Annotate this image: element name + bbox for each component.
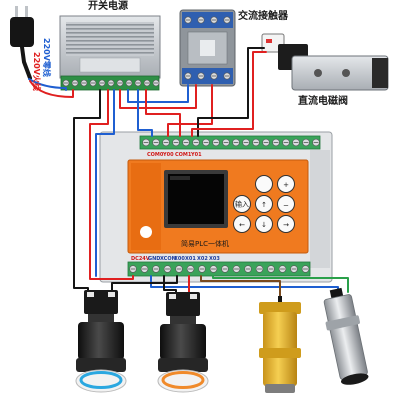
- button-2-terminal: [169, 294, 176, 299]
- top-terminal-label-com0: COM0: [147, 152, 164, 158]
- plc-right-rail: [310, 150, 330, 268]
- switching-power-supply: [59, 15, 161, 91]
- key-down-label: ↓: [261, 221, 267, 229]
- plc-title: 简易PLC一体机: [181, 239, 229, 248]
- supply-to-contactor-red: [119, 84, 197, 109]
- bottom-terminal-label-x02: X02: [197, 256, 208, 262]
- contactor-label: 交流接触器: [238, 11, 288, 22]
- plc-keypad: + 输入 ↑ − ← ↓ →: [233, 175, 295, 233]
- x00-to-button-1: [111, 275, 178, 293]
- button-1-collar: [76, 358, 126, 372]
- proximity-sensor-barrel: [323, 294, 368, 380]
- plug-cord: [20, 45, 32, 80]
- solenoid-valve-label: 直流电磁阀: [298, 96, 348, 107]
- plc-logo-icon: [140, 226, 152, 238]
- button-1-body: [78, 322, 124, 360]
- power-plug: [10, 6, 34, 80]
- push-button-orange: [157, 292, 209, 393]
- plc-screen-glare: [170, 176, 190, 180]
- key-enter-label: 输入: [235, 200, 249, 209]
- contactor-window: [200, 40, 215, 56]
- plc-all-in-one: + 输入 ↑ − ← ↓ → 简易PLC一体机 COM0 Y00 COM1 Y0…: [99, 131, 333, 283]
- button-1-neck: [88, 314, 114, 322]
- top-terminal-label-com1: COM1: [175, 152, 192, 158]
- key-plus: [277, 175, 295, 193]
- supply-to-plc-com0: [137, 89, 153, 137]
- supply-gnd-blue: [95, 89, 115, 277]
- plc-screen: [168, 174, 224, 224]
- power-supply-nameplate: [79, 57, 141, 73]
- valve-connector-led: [266, 39, 272, 43]
- proximity-sensor-nut: [325, 315, 360, 331]
- key-minus: [277, 195, 295, 213]
- button-1-terminal: [87, 292, 94, 297]
- supply-to-contactor-blue: [127, 84, 189, 103]
- bottom-terminal-label-gnd: GND: [148, 256, 160, 262]
- dc-solenoid-valve: [261, 33, 389, 91]
- plug-prong-right: [25, 6, 28, 18]
- valve-port-b: [342, 69, 350, 77]
- photo-sensor-nut: [259, 302, 301, 314]
- key-left-label: ←: [239, 221, 245, 229]
- bottom-terminal-label-x03: X03: [209, 256, 220, 262]
- top-terminal-label-y00: Y00: [162, 152, 174, 158]
- key-up: [255, 195, 273, 213]
- photo-sensor-nut-lower: [259, 348, 301, 358]
- x02-to-yellow-sensor: [200, 275, 281, 297]
- ac-contactor: [179, 9, 236, 87]
- photo-sensor-lens: [265, 384, 295, 393]
- power-supply-terminal-screws: [62, 79, 160, 87]
- button-1-terminal: [108, 292, 115, 297]
- valve-end-cap: [372, 58, 388, 88]
- button-2-body: [160, 324, 206, 360]
- key-right: [277, 215, 295, 233]
- proximity-sensor: [323, 287, 369, 385]
- power-supply-grille: [66, 22, 154, 56]
- contactor-to-plc-y00: [167, 84, 213, 137]
- valve-to-plc-red: [191, 51, 267, 137]
- valve-port-a: [314, 69, 322, 77]
- contactor-terminal-screws: [184, 16, 231, 80]
- supply-dc24v-red: [89, 89, 134, 280]
- bottom-terminal-label-x01: X01: [185, 256, 196, 262]
- power-supply-label: 开关电源: [88, 1, 128, 12]
- photoelectric-sensor: [259, 296, 301, 393]
- neutral-wire: [28, 78, 67, 91]
- wiring: [28, 47, 349, 297]
- key-down: [255, 215, 273, 233]
- live-wire-label: 220V火线: [32, 52, 41, 91]
- key-plus-label: +: [283, 181, 289, 189]
- key-minus-label: −: [283, 202, 289, 210]
- plug-prong-left: [15, 6, 18, 18]
- bottom-terminal-label-dc24v: DC24V: [131, 256, 150, 262]
- button-2-neck: [170, 316, 196, 324]
- proximity-sensor-face: [340, 373, 369, 385]
- key-left: [233, 215, 251, 233]
- plc-bottom-terminal-block: [127, 261, 311, 277]
- button-2-ring: [161, 371, 205, 389]
- button-2-terminal: [190, 294, 197, 299]
- supply-to-button-black: [73, 89, 101, 293]
- bottom-terminal-label-xcom: XCOM: [160, 256, 177, 262]
- x03-to-silver-sensor: [212, 275, 349, 293]
- neutral-wire-label: 220V零线: [42, 38, 51, 77]
- push-button-blue: [75, 290, 127, 393]
- key-right-label: →: [283, 221, 289, 229]
- key-enter: [233, 195, 251, 213]
- valve-to-plc-black: [197, 47, 265, 137]
- key-up-label: ↑: [261, 201, 267, 209]
- contactor-bottom-terminals: [182, 68, 233, 84]
- bottom-terminal-label-x00: X00: [174, 256, 185, 262]
- button-2-collar: [158, 358, 208, 372]
- plc-terminal-screws: [129, 138, 320, 273]
- supply-to-plc-com1: [145, 89, 181, 137]
- top-terminal-label-y01: Y01: [190, 152, 202, 158]
- button-1-ring: [79, 371, 123, 389]
- contactor-top-terminals: [182, 12, 233, 28]
- key-blank: [255, 175, 273, 193]
- plug-body: [10, 17, 34, 47]
- live-wire: [29, 80, 74, 98]
